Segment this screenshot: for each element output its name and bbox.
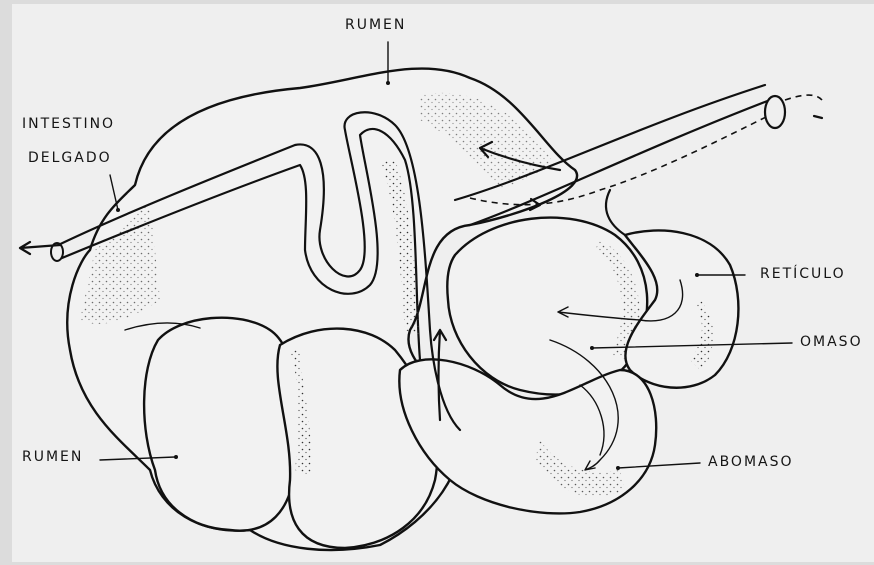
label-omaso: OMASO [800,334,863,350]
leader-abomaso-dot [616,466,620,470]
rumen-lobe-left [144,318,297,531]
leader-reticulo-dot [695,273,699,277]
label-intestino-line1: INTESTINO [22,116,115,132]
label-rumen-bottom: RUMEN [22,449,83,465]
leader-omaso-dot [590,346,594,350]
label-intestino-line2: DELGADO [28,150,112,166]
label-reticulo: RETÍCULO [760,266,846,282]
leader-intestino-dot [116,208,120,212]
leader-rumen-top-dot [386,81,390,85]
reticulo-branch [606,190,625,235]
arrow-esophagus-in [814,116,822,118]
label-abomaso: ABOMASO [708,454,794,470]
leader-rumen-bottom-dot [174,455,178,459]
esophagus-outlet [785,95,822,100]
label-rumen-top: RUMEN [345,17,406,33]
omaso-body [447,218,647,395]
esophagus-opening [765,96,785,128]
